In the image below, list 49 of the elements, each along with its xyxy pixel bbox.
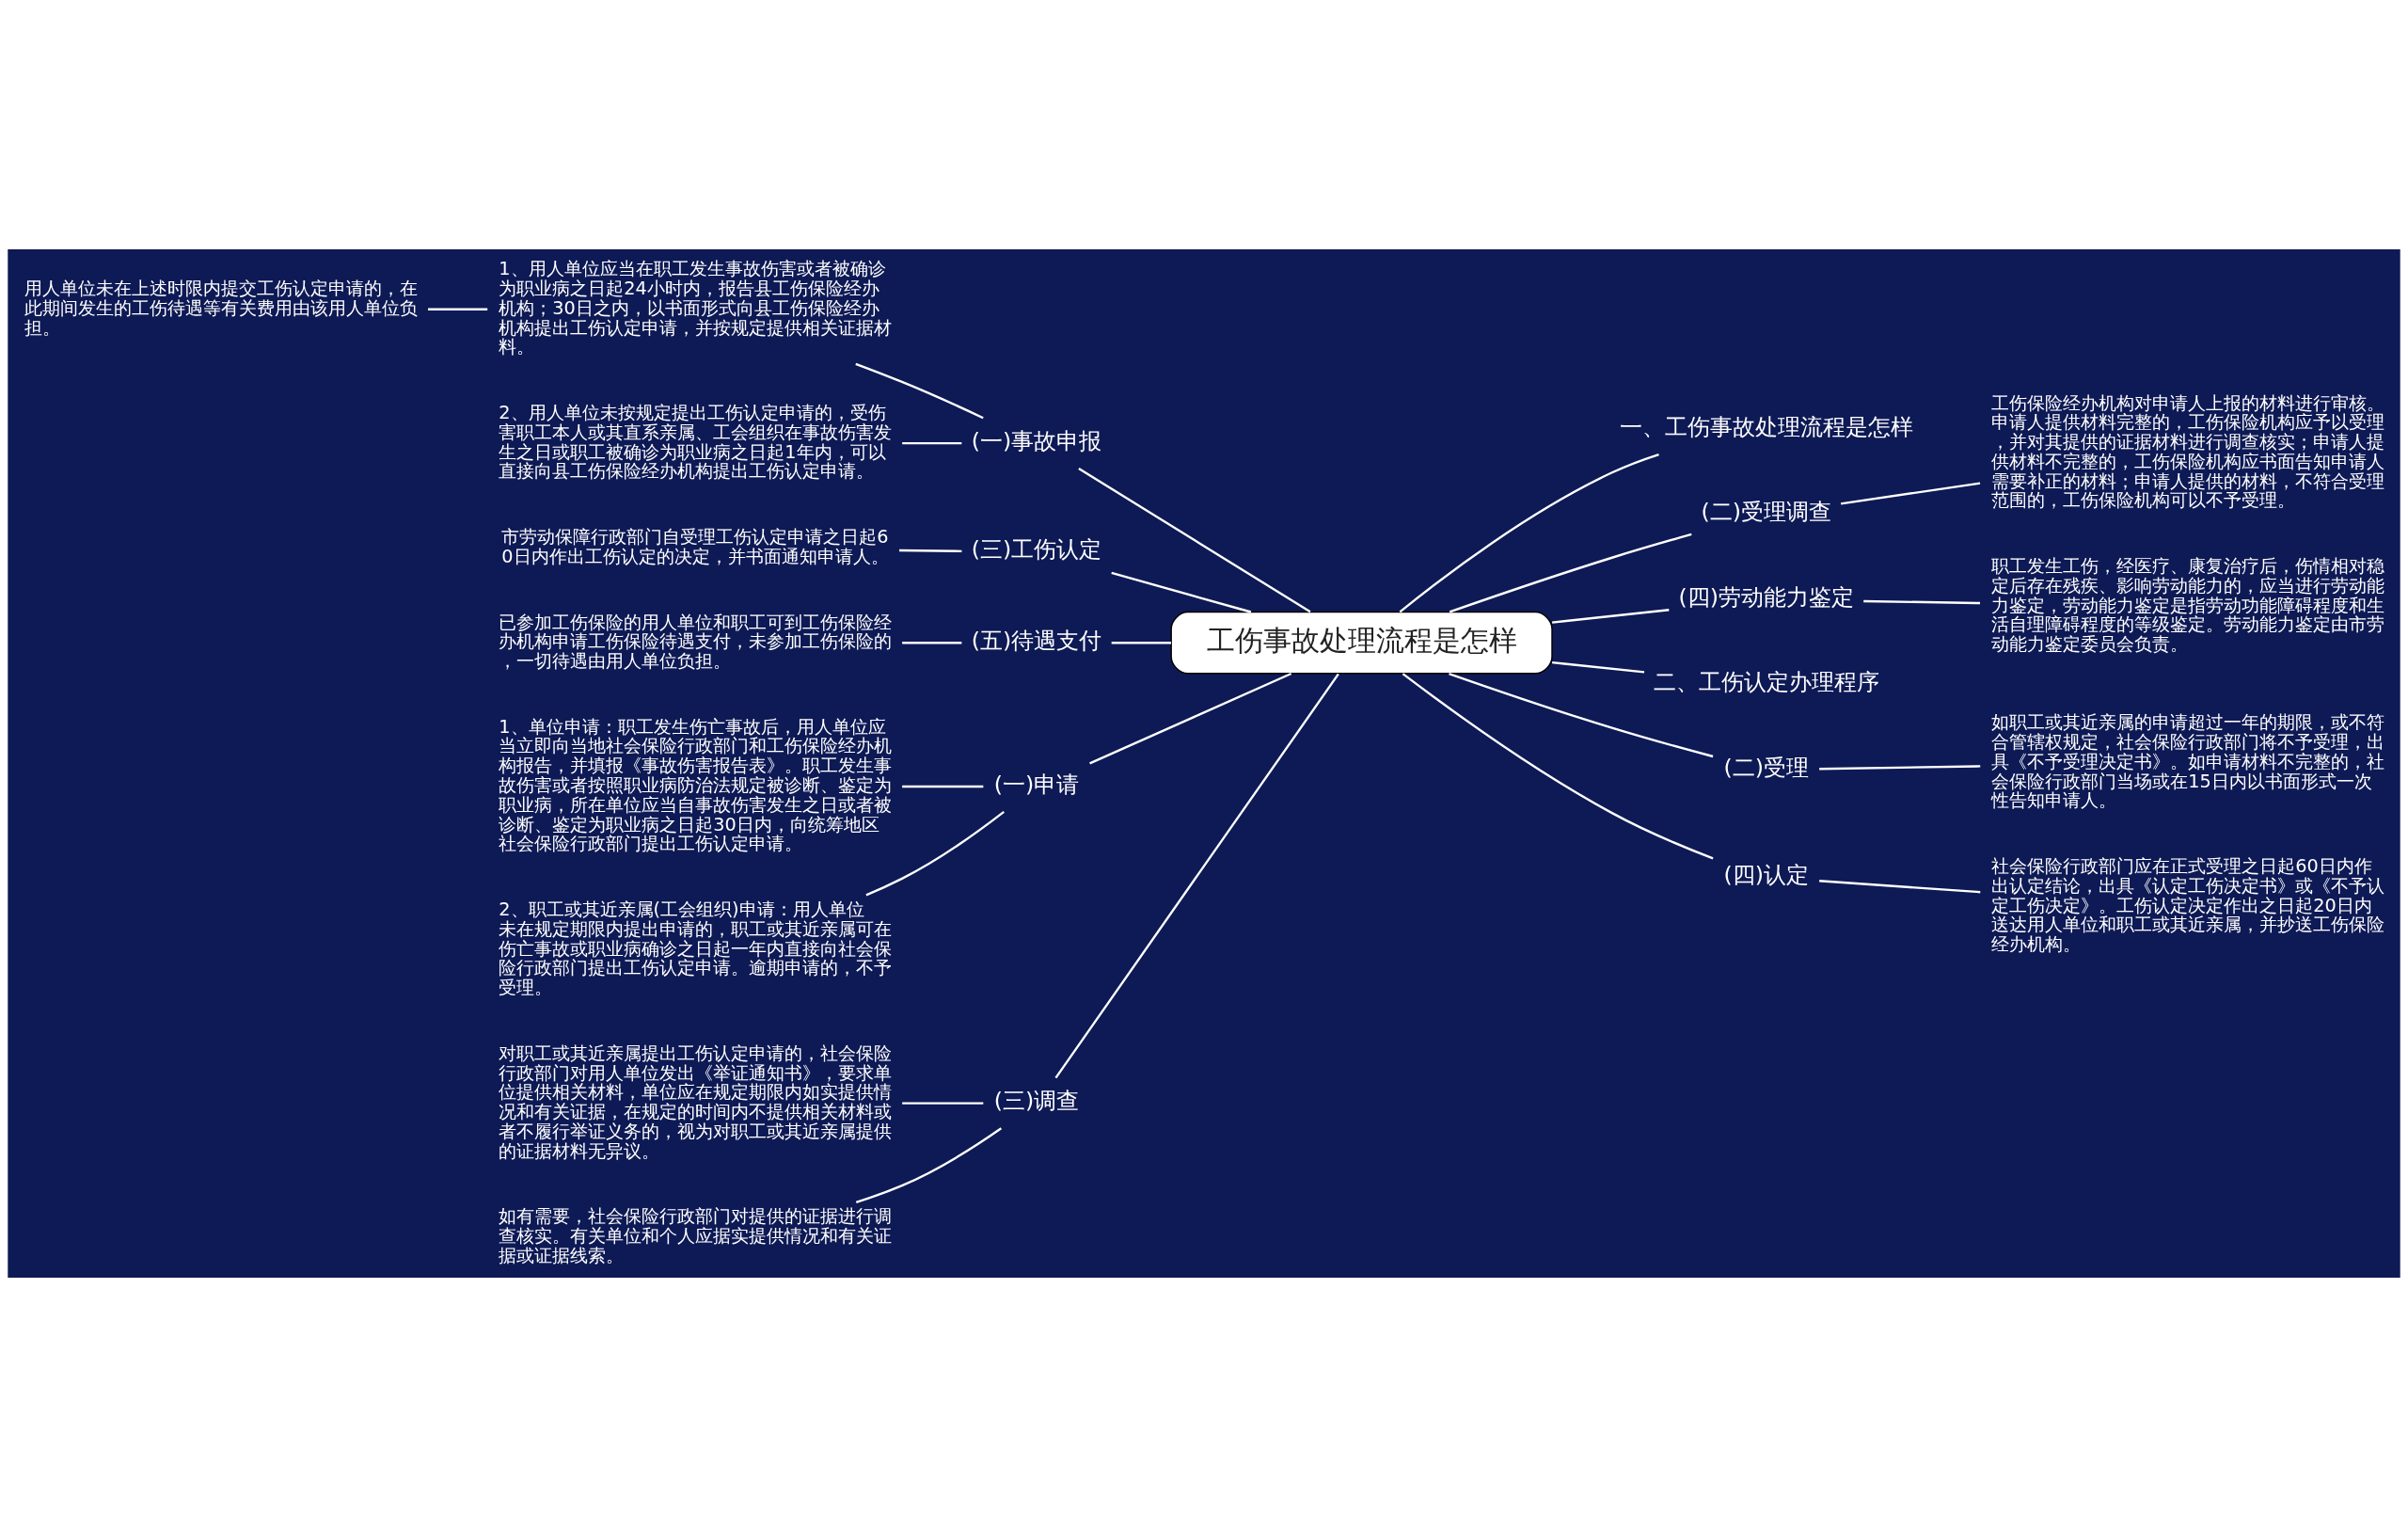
connector <box>1078 468 1311 613</box>
node-text: 用人单位未在上述时限内提交工伤认定申请的，在此期间发生的工伤待遇等有关费用由该用人单位负担。 <box>24 278 419 339</box>
node-box: 工伤事故处理流程是怎样 <box>1170 611 1553 675</box>
node-text: (一)事故申报 <box>971 427 1102 454</box>
node-text: 如职工或其近亲属的申请超过一年的期限，或不符合管辖权规定，社会保险行政部门将不予受理，出具《不予受理决定书》。如申请材料不完整的，社会保险行政部门当场或在15日内以书面形式一次性告知申请人。 <box>1991 711 2385 812</box>
node-text: 工伤保险经办机构对申请人上报的材料进行审核。申请人提供材料完整的，工伤保险机构应予以受理，并对其提供的证据材料进行调查核实；申请人提供材料不完整的，工伤保险机构应书面告知申请人需要补正的材料；申请人提供的材料，不符合受理范围的，工伤保险机构可以不予受理。 <box>1991 391 2385 512</box>
connector <box>899 549 962 553</box>
connector <box>1552 609 1670 624</box>
node-text: 职工发生工伤，经医疗、康复治疗后，伤情相对稳定后存在残疾、影响劳动能力的，应当进行劳动能力鉴定，劳动能力鉴定是指劳动功能障碍程度和生活自理障碍程度的等级鉴定。劳动能力鉴定由市劳动能力鉴定委员会负责。 <box>1991 555 2385 656</box>
node-text: 2、用人单位未按规定提出工伤认定申请的，受伤害职工本人或其直系亲属、工会组织在事故伤害发生之日或职工被确诊为职业病之日起1年内，可以直接向县工伤保险经办机构提出工伤认定申请。 <box>499 402 893 483</box>
node-text: (二)受理 <box>1723 754 1809 781</box>
node-text: 如有需要，社会保险行政部门对提供的证据进行调查核实。有关单位和个人应据实提供情况和有关证据或证据线索。 <box>499 1205 893 1266</box>
node-text: (三)调查 <box>993 1088 1080 1115</box>
node-text: 市劳动保障行政部门自受理工伤认定申请之日起60日内作出工伤认定的决定，并书面通知申请人。 <box>501 526 889 567</box>
node-text: 1、单位申请：职工发生伤亡事故后，用人单位应当立即向当地社会保险行政部门和工伤保险经办机构报告，并填报《事故伤害报告表》。职工发生事故伤害或者按照职业病防治法规定被诊断、鉴定为职业病，所在单位应当自事故伤害发生之日或者被诊断、鉴定为职业病之日起30日内，向统筹地区社会保险行政部门提出工伤认定申请。 <box>499 715 893 855</box>
connector <box>428 308 488 310</box>
connector <box>1819 765 1981 771</box>
connector <box>1111 571 1252 613</box>
connector <box>902 785 984 788</box>
connector <box>902 642 962 644</box>
node-text: 社会保险行政部门应在正式受理之日起60日内作出认定结论，出具《认定工伤决定书》或《不予认定工伤决定》。工伤认定决定作出之日起20日内送达用人单位和职工或其近亲属，并抄送工伤保险经办机构。 <box>1991 855 2385 956</box>
connector <box>1449 533 1692 613</box>
connector <box>1399 453 1659 613</box>
node-text: (二)受理调查 <box>1701 499 1831 526</box>
node-text: 对职工或其近亲属提出工伤认定申请的，社会保险行政部门对用人单位发出《举证通知书》，要求单位提供相关材料，单位应在规定期限内如实提供情况和有关证据，在规定的时间内不提供相关材料或者不履行举证义务的，视为对职工或其近亲属提供的证据材料无异议。 <box>499 1042 893 1162</box>
connector <box>1819 880 1981 894</box>
node-text: 一、工伤事故处理流程是怎样 <box>1619 413 1913 440</box>
node-text: (四)认定 <box>1723 862 1809 888</box>
node-text: 1、用人单位应当在职工发生事故伤害或者被确诊为职业病之日起24小时内，报告县工伤保险经办机构；30日之内，以书面形式向县工伤保险经办机构提出工伤认定申请，并按规定提供相关证据材料。 <box>499 258 893 358</box>
connector <box>1841 482 1981 505</box>
connector <box>1552 661 1645 674</box>
node-text: (一)申请 <box>993 771 1080 798</box>
connector <box>855 1127 1003 1203</box>
connector <box>1054 673 1339 1079</box>
connector <box>865 810 1005 897</box>
node-text: (四)劳动能力鉴定 <box>1678 583 1854 611</box>
connector <box>902 1102 984 1105</box>
connector <box>1111 642 1171 644</box>
node-text: 二、工伤认定办理程序 <box>1653 669 1879 696</box>
node-text: (五)待遇支付 <box>971 627 1102 654</box>
connector <box>1402 673 1714 860</box>
node-text: 2、职工或其近亲属(工会组织)申请：用人单位未在规定期限内提出申请的，职工或其近亲属可在伤亡事故或职业病确诊之日起一年内直接向社会保险行政部门提出工伤认定申请。逾期申请的，不予受理。 <box>499 899 893 999</box>
node-text: (三)工伤认定 <box>971 536 1102 564</box>
connector <box>855 362 984 420</box>
connector <box>1449 672 1714 758</box>
connector <box>1089 672 1292 765</box>
node-text: 已参加工伤保险的用人单位和职工可到工伤保险经办机构申请工伤保险待遇支付，未参加工伤保险的，一切待遇由用人单位负担。 <box>499 611 893 673</box>
connector <box>1863 599 1981 605</box>
connector <box>902 441 962 445</box>
